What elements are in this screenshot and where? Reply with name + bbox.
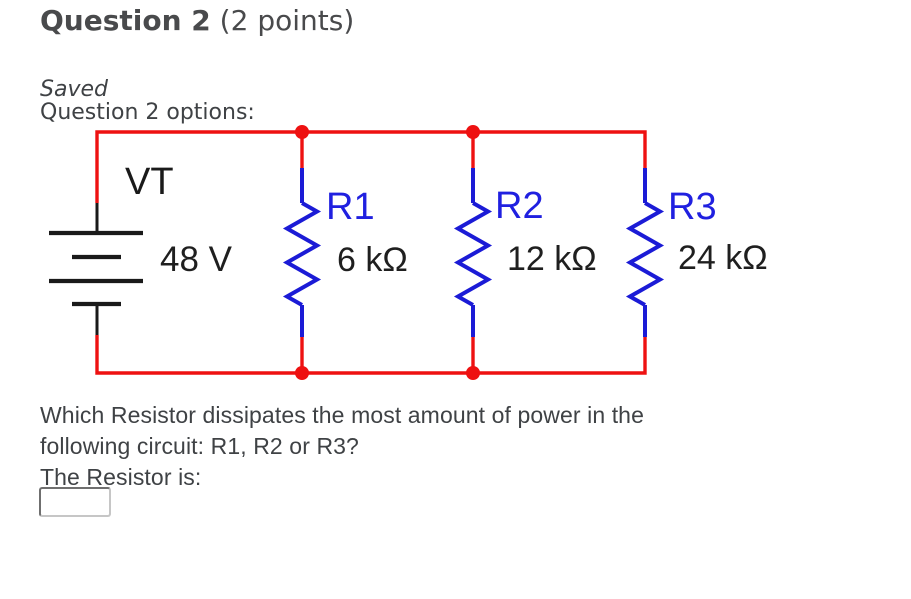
junction-dot (466, 125, 480, 139)
resistor-name-r2: R2 (495, 185, 544, 227)
resistor-symbol-r3 (625, 168, 665, 337)
question-text-line1: Which Resistor dissipates the most amoun… (40, 402, 644, 428)
junction-dot (295, 125, 309, 139)
source-voltage-label: 48 V (160, 240, 233, 279)
question-text: Which Resistor dissipates the most amoun… (40, 400, 820, 493)
question-title: Question 2 (2 points) (40, 2, 354, 40)
resistor-symbols (282, 168, 665, 337)
resistor-name-r3: R3 (668, 186, 717, 228)
resistor-symbol-r2 (453, 168, 493, 337)
wire-top (95, 130, 647, 203)
saved-status: Saved (40, 77, 108, 102)
question-options-label: Question 2 options: (40, 100, 255, 125)
question-text-line2: following circuit: R1, R2 or R3? (40, 433, 359, 459)
junction-dot (466, 366, 480, 380)
circuit-diagram: VT 48 V R1 6 kΩ R2 12 kΩ R3 24 kΩ (49, 125, 768, 380)
junction-dot (295, 366, 309, 380)
resistor-symbol-r1 (282, 168, 322, 337)
battery-symbol (49, 203, 143, 335)
question-title-name: Question 2 (40, 4, 211, 37)
source-label: VT (125, 161, 174, 203)
resistor-name-r1: R1 (326, 186, 375, 228)
resistor-value-r2: 12 kΩ (507, 240, 597, 278)
resistor-value-r3: 24 kΩ (678, 239, 768, 277)
question-title-points: (2 points) (210, 4, 355, 37)
answer-input[interactable] (39, 487, 111, 517)
resistor-value-r1: 6 kΩ (337, 241, 408, 279)
answer-prompt: The Resistor is: (40, 464, 202, 490)
wire-bottom (95, 335, 647, 375)
junction-dots (295, 125, 480, 380)
